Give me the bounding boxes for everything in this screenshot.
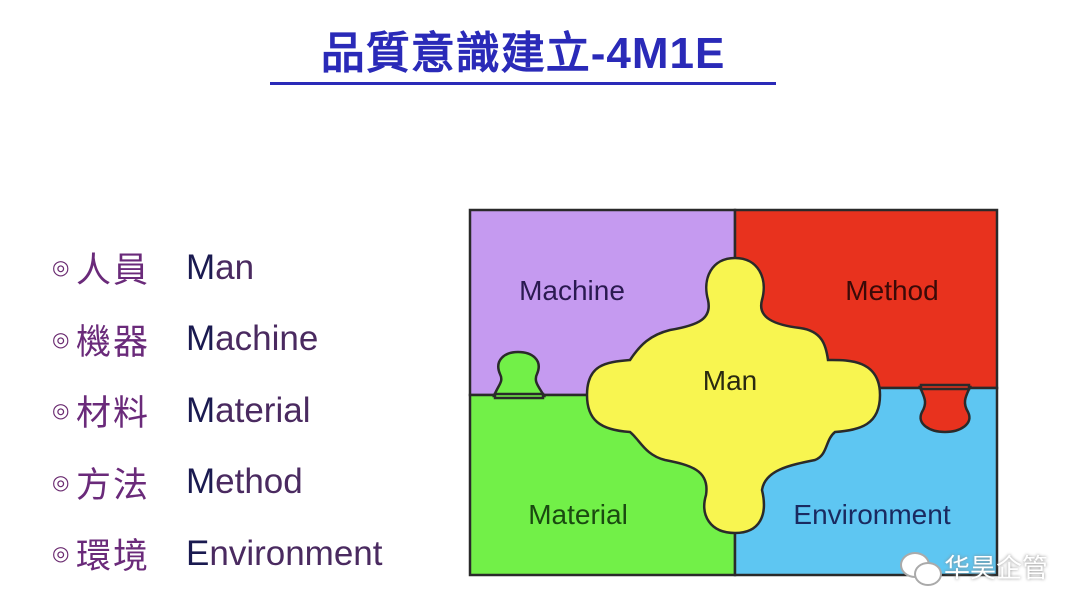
item-en-rest: aterial (215, 390, 311, 430)
item-en-initial: M (186, 390, 216, 430)
machine-label: Machine (519, 275, 625, 306)
bullet-icon: ◎ (52, 257, 70, 280)
environment-label: Environment (793, 499, 950, 530)
material-knob (492, 350, 547, 398)
watermark: 华昊企管 (900, 548, 1049, 586)
knob-seam (493, 392, 545, 400)
list-item: ◎ 方法 Method (52, 447, 383, 519)
item-en-rest: an (215, 247, 255, 287)
item-en-rest: nvironment (209, 533, 383, 573)
man-label: Man (703, 365, 757, 396)
item-zh: 人員 (76, 251, 151, 291)
item-en-initial: E (186, 533, 210, 573)
item-en-rest: achine (215, 319, 319, 359)
item-zh: 機器 (76, 322, 151, 362)
list-item: ◎ 機器 Machine (52, 304, 383, 376)
method-label: Method (845, 275, 938, 306)
item-zh: 環境 (76, 537, 151, 577)
material-label: Material (528, 499, 628, 530)
bullet-icon: ◎ (52, 328, 70, 351)
item-en-rest: ethod (215, 462, 303, 502)
item-zh: 方法 (76, 465, 151, 505)
item-en-initial: M (186, 247, 216, 287)
knob-seam (919, 383, 971, 391)
list-item: ◎ 材料 Material (52, 375, 383, 447)
bullet-icon: ◎ (52, 471, 70, 494)
man-piece (585, 256, 882, 535)
slide-title: 品質意識建立-4M1E (270, 28, 776, 85)
bullet-icon: ◎ (52, 543, 70, 566)
watermark-text: 华昊企管 (944, 553, 1049, 583)
bullet-icon: ◎ (52, 400, 70, 423)
method-knob (918, 385, 972, 434)
list-item: ◎ 環境 Environment (52, 518, 383, 590)
list-item: ◎ 人員 Man (52, 232, 383, 304)
wechat-icon (900, 550, 942, 586)
item-en-initial: M (186, 319, 216, 359)
item-en-initial: M (186, 462, 216, 502)
item-zh: 材料 (76, 394, 151, 434)
